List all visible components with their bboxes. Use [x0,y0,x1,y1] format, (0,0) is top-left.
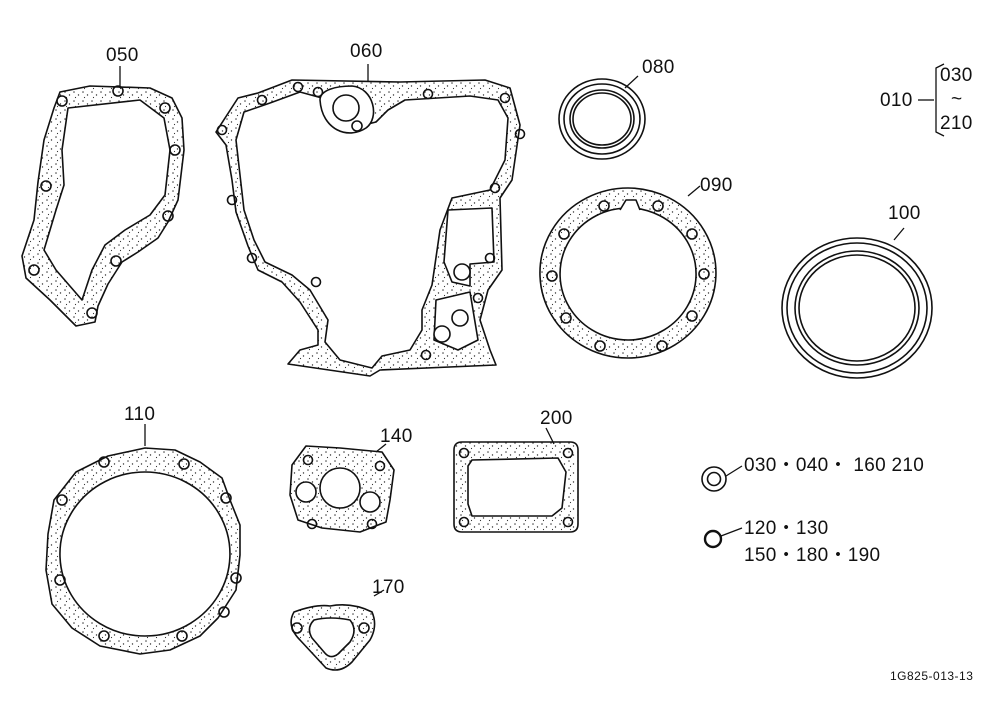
legend-oring-text-1: 120・130 [744,518,829,539]
kit-label-tilde: ~ [951,89,963,110]
label-170: 170 [372,577,405,598]
gasket-060 [215,64,526,377]
oring-symbol [703,527,743,549]
drawing-number: 1G825-013-13 [890,669,974,683]
gasket-170 [290,589,385,671]
seal-100 [781,227,933,379]
legend-oring-text-2: 150・180・190 [744,545,881,566]
kit-label-from: 030 [940,65,973,86]
seal-symbol [701,465,743,492]
label-080: 080 [642,57,675,78]
seal-080 [558,75,646,160]
label-060: 060 [350,41,383,62]
kit-bracket [918,63,945,137]
label-200: 200 [540,408,573,429]
gasket-050 [21,66,185,327]
gasket-090 [539,185,717,359]
gasket-140 [289,443,395,533]
kit-label-to: 210 [940,113,973,134]
gasket-200 [453,427,579,533]
gasket-110 [45,424,242,655]
label-050: 050 [106,45,139,66]
label-100: 100 [888,203,921,224]
label-140: 140 [380,426,413,447]
label-090: 090 [700,175,733,196]
legend-seal-text: 030・040・ 160 210 [744,455,925,476]
label-110: 110 [124,404,156,425]
kit-label-root: 010 [880,90,913,111]
